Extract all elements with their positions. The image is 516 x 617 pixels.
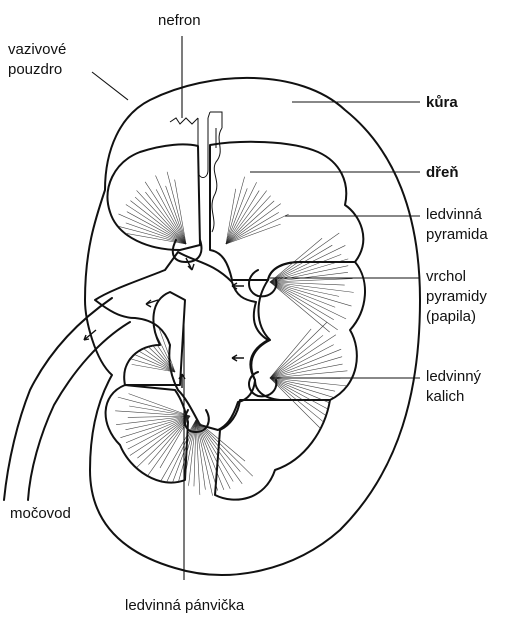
label-ledvinna-panvicka: ledvinná pánvička [125,597,245,614]
striation-line [175,180,186,244]
striation-line [270,282,346,319]
ureter [4,298,130,500]
striation-line [270,282,330,332]
striation-line [270,329,311,378]
striation-line [158,327,175,372]
medulla [95,142,365,500]
striation-line [270,378,349,386]
striation-line [145,192,186,244]
kidney-capsule-outline [85,78,420,575]
pyramid-middle-left [124,292,185,385]
striation-line [115,411,190,416]
pyramid-upper-left [108,144,200,250]
label-ledvinna-pyramida: ledvinná pyramida [426,206,488,243]
striation-line [226,191,267,244]
striation-line [118,397,190,416]
pyramid-striations [114,172,354,500]
label-nefron: nefron [158,12,201,29]
striation-line [270,349,341,378]
calyx-upper-left [173,240,202,262]
label-vrchol-pyramidy: vrchol pyramidy (papila) [426,268,491,325]
label-ledvinny-kalich: ledvinný kalich [426,368,485,405]
label-mocovod: močovod [10,505,71,522]
striation-line [147,330,175,372]
cortex [85,78,420,575]
striation-line [270,378,340,416]
arrow-middle-right-lower [232,355,244,361]
label-dren: dřeň [426,164,459,181]
striation-line [270,238,322,282]
striation-line [226,201,274,244]
medulla-upper [210,142,363,280]
striation-line [130,201,186,244]
striation-line [137,416,190,467]
label-vazivove-pouzdro: vazivové pouzdro [8,41,71,78]
striation-line [270,282,352,306]
label-kura: kůra [426,94,458,111]
striation-line [270,378,330,428]
striation-line [226,204,281,244]
nephron-structure [170,112,222,232]
striation-line [270,282,334,320]
striation-line [137,416,190,458]
striation-line [270,245,345,282]
striation-line [127,234,186,244]
striation-line [270,245,332,282]
striation-line [129,406,190,416]
striation-line [270,335,323,378]
pyramid-middle-right [251,262,365,400]
leader-vazivove-pouzdro [92,72,128,100]
striation-line [166,186,186,244]
leader-lines [92,36,420,580]
